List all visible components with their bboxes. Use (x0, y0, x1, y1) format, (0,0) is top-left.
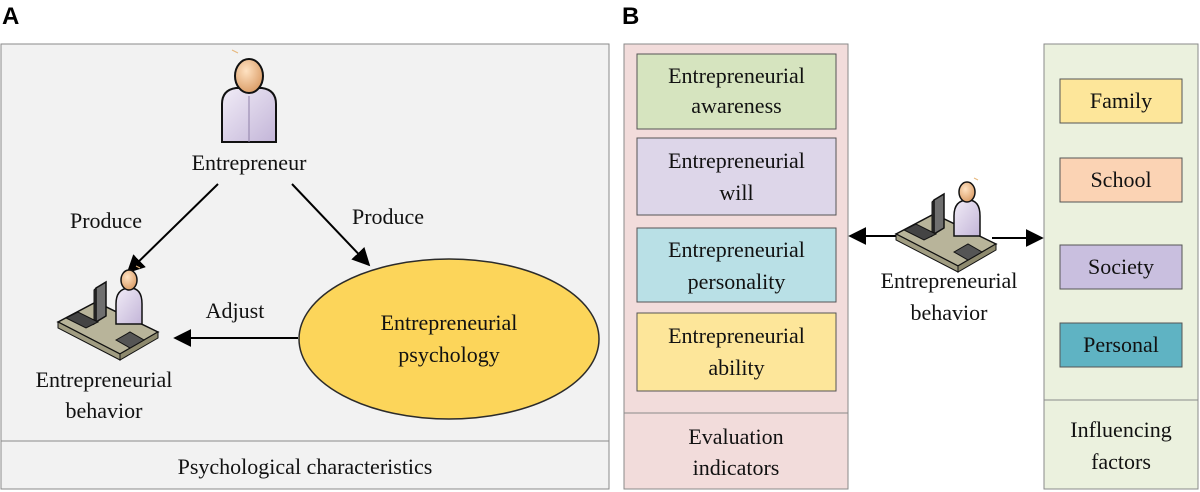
indicator-ability-line2: ability (708, 355, 764, 380)
panel-b-letter: B (622, 3, 639, 30)
behavior-line1: Entrepreneurial (36, 367, 173, 392)
indicator-box-ability: Entrepreneurial ability (636, 312, 837, 392)
indicator-will-line2: will (719, 180, 753, 205)
factors-footer-line1: Influencing (1070, 417, 1171, 442)
produce-arrow-right (291, 183, 371, 267)
panel-a-footer: Psychological characteristics (178, 454, 433, 479)
produce-left-label: Produce (70, 208, 142, 233)
entrepreneur-label: Entrepreneur (192, 150, 307, 175)
indicator-personality-line2: personality (688, 269, 786, 294)
indicator-ability-line1: Entrepreneurial (668, 323, 805, 348)
produce-arrow-left (126, 183, 219, 274)
psychology-line1: Entrepreneurial (381, 310, 518, 335)
entrepreneur-person-icon (221, 49, 277, 143)
factor-box-school: School (1059, 157, 1183, 203)
indicator-box-personality: Entrepreneurial personality (636, 227, 837, 303)
panel-a-letter: A (2, 3, 19, 30)
factor-school-label: School (1090, 167, 1151, 192)
panel-a: A Psychological characteristics Entrepre… (0, 3, 610, 490)
psychology-line2: psychology (398, 342, 499, 367)
indicator-awareness-line2: awareness (691, 93, 781, 118)
factor-box-society: Society (1059, 244, 1183, 290)
behavior-line2: behavior (66, 398, 144, 423)
factor-personal-label: Personal (1083, 332, 1159, 357)
factor-family-label: Family (1090, 88, 1152, 113)
factor-box-personal: Personal (1059, 322, 1183, 368)
factor-box-family: Family (1059, 78, 1183, 124)
desk-worker-icon (56, 265, 160, 361)
indicator-box-will: Entrepreneurial will (636, 137, 837, 216)
panel-b: B Entrepreneurial awareness Entrepreneur… (622, 3, 1199, 490)
indicator-personality-line1: Entrepreneurial (668, 237, 805, 262)
indicator-box-awareness: Entrepreneurial awareness (636, 53, 837, 130)
indicator-awareness-line1: Entrepreneurial (668, 63, 805, 88)
center-desk-worker-icon (894, 177, 998, 273)
produce-right-label: Produce (352, 204, 424, 229)
psychology-ellipse (298, 258, 600, 420)
center-behavior-line1: Entrepreneurial (881, 268, 1018, 293)
indicator-will-line1: Entrepreneurial (668, 148, 805, 173)
indicators-footer-line2: indicators (693, 455, 780, 480)
adjust-label: Adjust (206, 298, 265, 323)
center-behavior-line2: behavior (911, 300, 989, 325)
indicators-footer-line1: Evaluation (688, 424, 783, 449)
factors-footer-line2: factors (1091, 449, 1151, 474)
factor-society-label: Society (1088, 254, 1154, 279)
